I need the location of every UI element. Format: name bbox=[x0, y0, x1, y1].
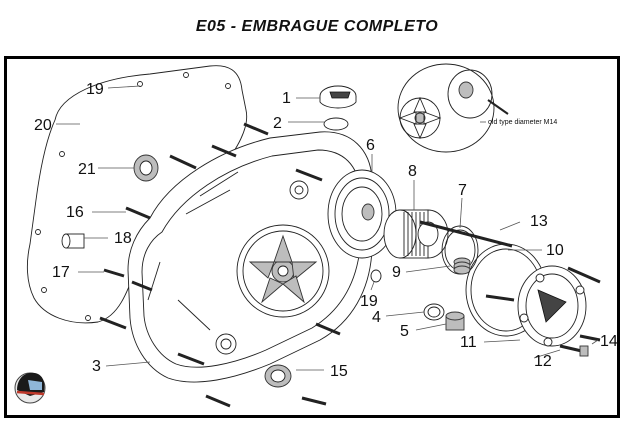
spring bbox=[453, 257, 471, 275]
helmet-logo bbox=[14, 372, 46, 404]
oil-filter bbox=[383, 209, 449, 259]
callout-2: 2 bbox=[273, 115, 282, 132]
callout-19-gasket: 19 bbox=[86, 81, 104, 98]
leader-lines bbox=[56, 85, 599, 371]
cover-bolts bbox=[99, 122, 341, 408]
filter-cover bbox=[517, 265, 587, 347]
callout-5: 5 bbox=[400, 323, 409, 340]
callout-7: 7 bbox=[458, 182, 467, 199]
small-washer bbox=[370, 269, 382, 283]
callout-3: 3 bbox=[92, 358, 101, 375]
inset-old-type-cover bbox=[397, 63, 509, 153]
callout-8: 8 bbox=[408, 163, 417, 180]
callout-9: 9 bbox=[392, 264, 401, 281]
page-title: E05 - EMBRAGUE COMPLETO bbox=[195, 18, 439, 35]
seal bbox=[133, 154, 159, 182]
rod bbox=[419, 220, 513, 248]
callout-labels: 1 2 3 4 5 6 7 8 9 10 11 12 13 14 15 16 1… bbox=[34, 81, 618, 380]
callout-21: 21 bbox=[78, 161, 96, 178]
callout-4: 4 bbox=[372, 309, 381, 326]
callout-13: 13 bbox=[530, 213, 548, 230]
cap-o-ring bbox=[323, 117, 349, 131]
drain-plug bbox=[445, 311, 465, 331]
inset-note: old type diameter M14 bbox=[488, 119, 557, 126]
filler-cap bbox=[319, 85, 357, 109]
callout-1: 1 bbox=[282, 90, 291, 107]
callout-17: 17 bbox=[52, 264, 70, 281]
callout-16: 16 bbox=[66, 204, 84, 221]
clutch-cover bbox=[127, 131, 373, 383]
callout-6: 6 bbox=[366, 137, 375, 154]
callout-19-washer: 19 bbox=[360, 293, 378, 310]
callout-14: 14 bbox=[600, 333, 618, 350]
callout-18: 18 bbox=[114, 230, 132, 247]
callout-15: 15 bbox=[330, 363, 348, 380]
callout-12: 12 bbox=[534, 353, 552, 370]
callout-20: 20 bbox=[34, 117, 52, 134]
callout-10: 10 bbox=[546, 242, 564, 259]
callout-11: 11 bbox=[460, 334, 477, 351]
